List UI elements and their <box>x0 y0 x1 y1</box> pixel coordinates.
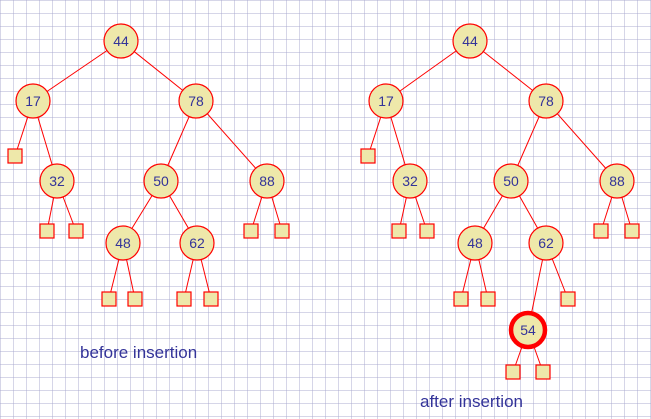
tree-leaf-before-sq88R <box>274 223 290 239</box>
tree-leaf-before-sq48R <box>127 291 143 307</box>
tree-node-value-before-32: 32 <box>49 173 65 189</box>
tree-edge-before-44-17 <box>32 40 122 102</box>
tree-node-after-88 <box>599 163 635 199</box>
tree-node-before-44 <box>103 23 139 59</box>
tree-leaf-before-sq62L <box>176 291 192 307</box>
tree-leaf-after-sq48L <box>453 291 469 307</box>
tree-node-value-after-62: 62 <box>538 235 554 251</box>
tree-node-before-32 <box>39 163 75 199</box>
tree-node-before-62 <box>179 225 215 261</box>
tree-node-after-50 <box>493 163 529 199</box>
tree-node-before-50 <box>143 163 179 199</box>
tree-leaf-after-sq48R <box>480 291 496 307</box>
tree-node-after-17 <box>368 83 404 119</box>
tree-leaf-before-sq62R <box>203 291 219 307</box>
tree-node-value-after-44: 44 <box>462 33 478 49</box>
tree-node-after-48 <box>457 225 493 261</box>
tree-node-before-78 <box>178 83 214 119</box>
tree-node-value-before-62: 62 <box>189 235 205 251</box>
tree-leaf-after-sq88R <box>624 223 640 239</box>
tree-node-before-17 <box>15 83 51 119</box>
tree-node-value-after-54: 54 <box>520 322 536 338</box>
tree-node-value-before-44: 44 <box>113 33 129 49</box>
before-insertion-label: before insertion <box>80 343 198 362</box>
tree-node-value-before-17: 17 <box>25 93 41 109</box>
tree-node-value-after-32: 32 <box>402 173 418 189</box>
tree-node-before-88 <box>249 163 285 199</box>
tree-leaf-after-sq32L <box>391 223 407 239</box>
tree-leaf-after-sq54L <box>505 364 521 380</box>
tree-leaf-before-sq32R <box>68 223 84 239</box>
tree-leaf-after-sq32R <box>419 223 435 239</box>
tree-leaf-after-sq62R <box>560 291 576 307</box>
tree-node-value-after-78: 78 <box>538 93 554 109</box>
tree-node-after-44 <box>452 23 488 59</box>
tree-node-value-after-50: 50 <box>503 173 519 189</box>
tree-edge-after-78-88 <box>545 100 618 182</box>
tree-node-value-before-48: 48 <box>115 235 131 251</box>
tree-edge-before-78-88 <box>195 100 268 182</box>
tree-leaf-before-sq48L <box>101 291 117 307</box>
tree-node-after-78 <box>528 83 564 119</box>
tree-node-after-62 <box>528 225 564 261</box>
tree-leaf-before-sq32L <box>39 223 55 239</box>
tree-node-value-after-17: 17 <box>378 93 394 109</box>
after-insertion-label: after insertion <box>420 392 523 411</box>
tree-leaf-after-sq88L <box>593 223 609 239</box>
tree-node-before-48 <box>105 225 141 261</box>
tree-leaf-before-sqA <box>7 148 23 164</box>
tree-leaf-after-sq54R <box>535 364 551 380</box>
tree-node-after-54-highlighted <box>508 310 548 350</box>
tree-node-value-before-50: 50 <box>153 173 169 189</box>
tree-leaf-after-sqA <box>360 148 376 164</box>
tree-node-value-after-48: 48 <box>467 235 483 251</box>
tree-node-value-before-78: 78 <box>188 93 204 109</box>
tree-node-value-after-88: 88 <box>609 173 625 189</box>
tree-node-value-before-88: 88 <box>259 173 275 189</box>
tree-node-after-32 <box>392 163 428 199</box>
tree-leaf-before-sq88L <box>243 223 259 239</box>
